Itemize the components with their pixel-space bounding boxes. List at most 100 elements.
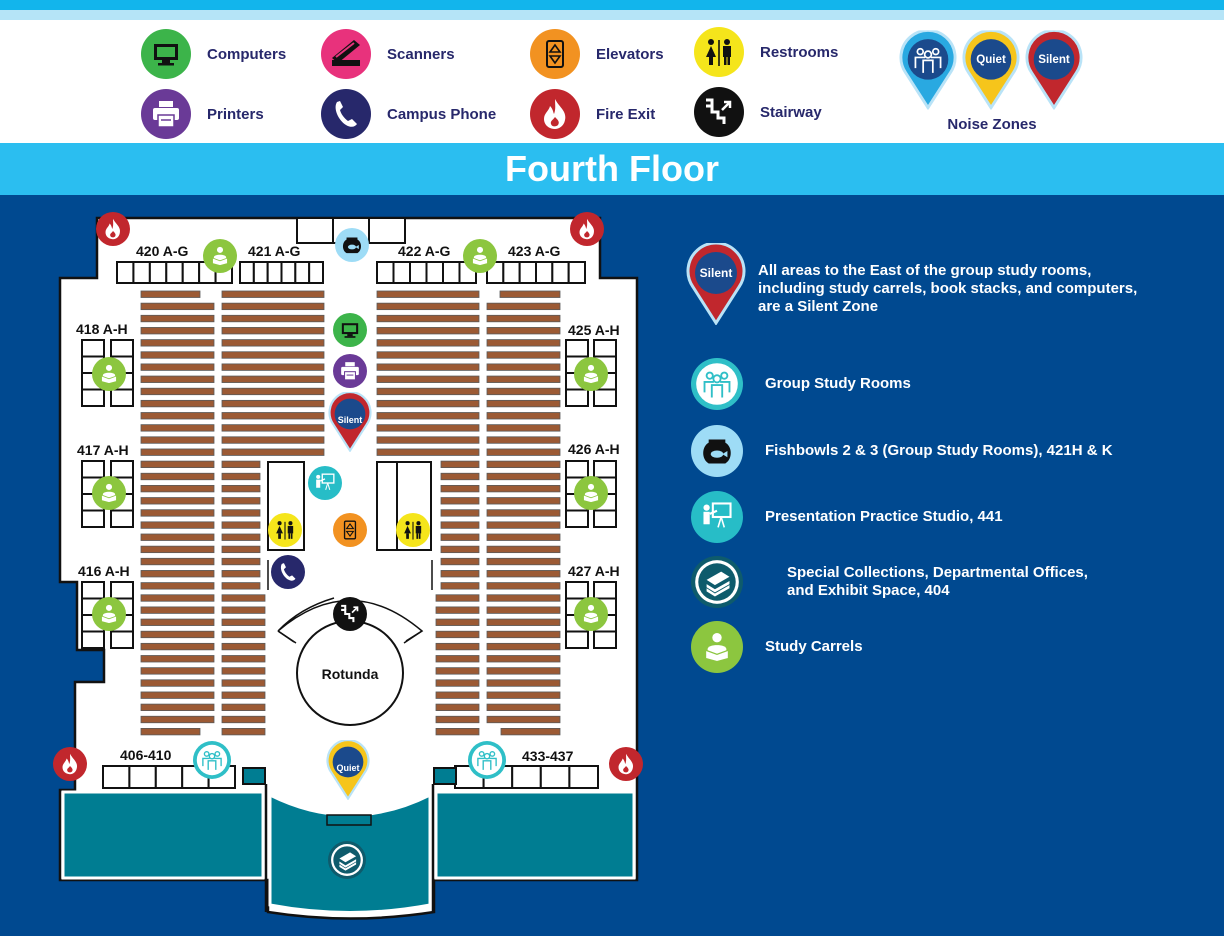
svg-text:Silent: Silent	[1038, 53, 1070, 66]
book-shelf	[140, 728, 201, 736]
book-shelf	[221, 363, 325, 371]
book-shelf	[221, 715, 266, 724]
book-shelf	[376, 412, 480, 420]
book-shelf	[140, 399, 215, 408]
elevator-icon	[333, 513, 367, 547]
book-shelf	[486, 691, 561, 699]
carrel-box	[81, 509, 105, 528]
book-shelf	[440, 460, 480, 469]
book-shelf	[221, 533, 261, 541]
book-shelf	[140, 436, 215, 444]
svg-text:Silent: Silent	[700, 266, 733, 280]
room-box	[518, 261, 538, 284]
silent-zone-pin-icon: Silent	[686, 243, 746, 325]
floor-title: Fourth Floor	[0, 143, 1224, 195]
book-shelf	[486, 339, 561, 347]
book-shelf	[140, 472, 215, 481]
book-shelf	[221, 302, 325, 311]
carrel-box	[593, 460, 617, 479]
book-shelf	[221, 290, 325, 298]
book-shelf	[140, 618, 215, 626]
book-shelf	[140, 630, 215, 639]
book-shelf	[486, 715, 561, 724]
room-box	[392, 261, 411, 284]
stairway-icon	[694, 87, 744, 137]
key-study-carrels: Study Carrels	[691, 621, 863, 673]
book-shelf	[221, 448, 325, 456]
book-shelf	[140, 594, 215, 602]
book-shelf	[486, 606, 561, 614]
book-shelf	[486, 497, 561, 505]
book-shelf	[221, 618, 266, 626]
fire-exit-icon	[530, 89, 580, 139]
book-shelf	[486, 375, 561, 383]
key-fishbowls: Fishbowls 2 & 3 (Group Study Rooms), 421…	[691, 425, 1113, 477]
fishbowl-icon	[691, 425, 743, 477]
carrel-box	[110, 388, 134, 407]
book-shelf	[440, 570, 480, 578]
room-box	[568, 765, 600, 789]
study-carrel-icon	[92, 597, 126, 631]
book-shelf	[221, 339, 325, 347]
book-shelf	[221, 728, 266, 736]
book-shelf	[140, 460, 215, 469]
book-shelf	[221, 472, 261, 481]
book-shelf	[376, 424, 480, 432]
book-shelf	[140, 606, 215, 614]
book-shelf	[486, 387, 561, 396]
legend-elevators: Elevators	[530, 29, 664, 79]
key-special-collections: Special Collections, Departmental Office…	[691, 556, 1088, 608]
carrel-box	[565, 339, 589, 358]
book-shelf	[140, 387, 215, 396]
book-shelf	[221, 314, 325, 323]
book-shelf	[221, 497, 261, 505]
fire-exit-icon	[609, 747, 643, 781]
study-carrel-icon	[463, 239, 497, 273]
book-shelf	[435, 594, 480, 602]
room-box	[502, 261, 521, 284]
restroom-icon	[268, 513, 302, 547]
legend-computers: Computers	[141, 29, 286, 79]
svg-text:420 A-G: 420 A-G	[136, 243, 189, 259]
legend-restrooms: Restrooms	[694, 27, 838, 77]
carrel-box	[565, 630, 589, 649]
book-shelf	[221, 667, 266, 675]
book-shelf	[221, 606, 266, 614]
book-shelf	[486, 521, 561, 529]
book-shelf	[435, 655, 480, 663]
legend-scanners: Scanners	[321, 29, 455, 79]
book-shelf	[221, 351, 325, 359]
book-shelf	[486, 302, 561, 311]
small-teal-room	[242, 767, 266, 785]
room-box	[239, 261, 255, 284]
carrel-box	[565, 388, 589, 407]
room-box	[128, 765, 157, 789]
book-shelf	[440, 497, 480, 505]
room-box	[102, 765, 131, 789]
book-shelf	[435, 679, 480, 687]
restroom-icon	[396, 513, 430, 547]
book-shelf	[499, 290, 561, 298]
study-carrel-icon	[691, 621, 743, 673]
book-shelf	[486, 582, 561, 590]
carrel-box	[110, 581, 134, 600]
floor-plan: Rotunda 420 A-G 421 A-G 422 A-G 423 A-G …	[53, 212, 643, 920]
top-accent-bar-light	[0, 10, 1224, 20]
book-shelf	[376, 436, 480, 444]
book-shelf	[486, 630, 561, 639]
printer-icon	[141, 89, 191, 139]
book-shelf	[140, 545, 215, 554]
book-shelf	[435, 715, 480, 724]
book-shelf	[440, 582, 480, 590]
book-shelf	[221, 399, 325, 408]
book-shelf	[486, 460, 561, 469]
book-shelf	[140, 412, 215, 420]
svg-text:Silent: Silent	[338, 415, 363, 425]
room-box	[539, 765, 571, 789]
room-box	[425, 261, 444, 284]
book-shelf	[221, 327, 325, 335]
amenities-legend	[0, 20, 1224, 143]
svg-text:425 A-H: 425 A-H	[568, 322, 620, 338]
svg-text:423 A-G: 423 A-G	[508, 243, 561, 259]
presentation-icon	[308, 466, 342, 500]
